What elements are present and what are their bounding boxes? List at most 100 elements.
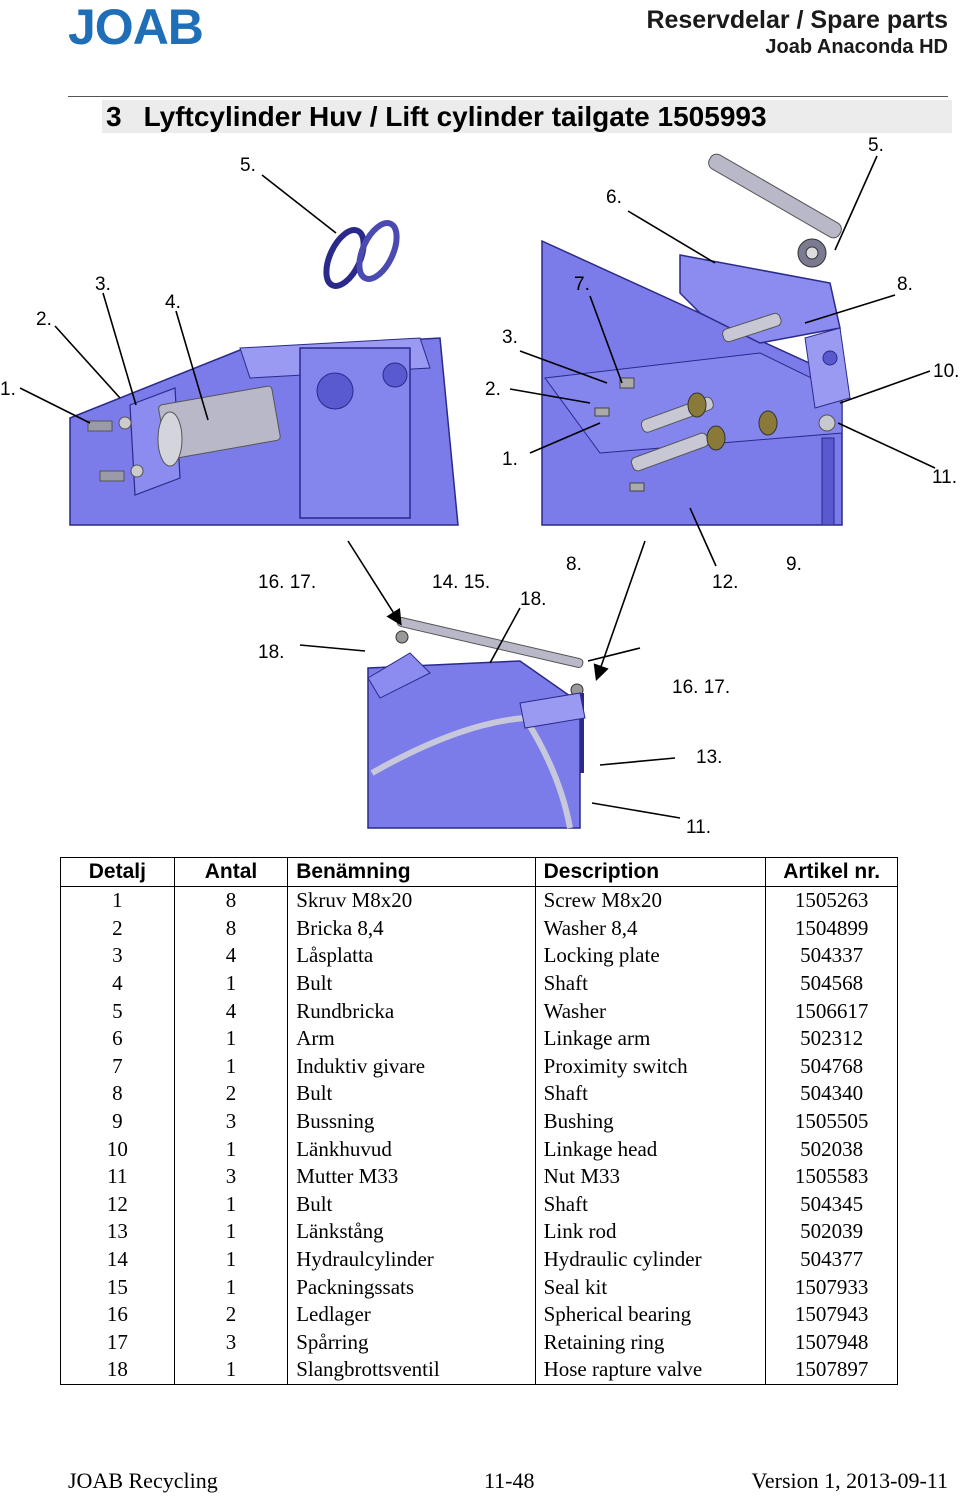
cell-article-no: 504568 <box>765 969 898 998</box>
callout-6b: 6. <box>606 187 622 208</box>
callout-10b: 10. <box>933 361 959 382</box>
cell-quantity: 1 <box>173 1135 289 1163</box>
section-number: 3 <box>106 101 122 132</box>
callout-4a: 4. <box>165 292 181 313</box>
view-left-detail <box>69 220 459 526</box>
cell-quantity: 1 <box>173 1218 289 1246</box>
cell-description: Shaft <box>534 1190 767 1219</box>
cell-description: Linkage arm <box>534 1024 767 1053</box>
cell-article-no: 1504899 <box>765 914 898 943</box>
col-header-detail: Detalj <box>60 857 175 887</box>
cell-article-no: 504337 <box>765 942 898 970</box>
cell-quantity: 3 <box>173 1107 289 1136</box>
cell-name-sv: Skruv M8x20 <box>287 886 536 915</box>
cell-description: Link rod <box>534 1218 767 1246</box>
col-header-article-no: Artikel nr. <box>765 857 898 887</box>
cell-description: Linkage head <box>534 1135 767 1163</box>
cell-description: Hose rapture valve <box>534 1356 767 1385</box>
cell-name-sv: Slangbrottsventil <box>287 1356 536 1385</box>
cell-description: Hydraulic cylinder <box>534 1245 767 1274</box>
cell-name-sv: Bult <box>287 1190 536 1219</box>
cell-name-sv: Rundbricka <box>287 997 536 1025</box>
joab-logo: JOAB <box>68 4 204 48</box>
callout-3b: 3. <box>502 327 518 348</box>
cell-name-sv: Bricka 8,4 <box>287 914 536 943</box>
cell-description: Shaft <box>534 1080 767 1108</box>
cell-description: Retaining ring <box>534 1328 767 1357</box>
table-header-row: Detalj Antal Benämning Description Artik… <box>60 857 898 887</box>
cell-quantity: 2 <box>173 1300 289 1329</box>
cell-name-sv: Bult <box>287 1080 536 1108</box>
cell-detail: 12 <box>60 1190 175 1219</box>
callout-8c: 8. <box>566 554 582 575</box>
cell-quantity: 3 <box>173 1328 289 1357</box>
cell-detail: 17 <box>60 1328 175 1357</box>
cell-detail: 5 <box>60 997 175 1025</box>
header-subtitle: Joab Anaconda HD <box>765 36 948 58</box>
callout-12c: 12. <box>712 572 738 593</box>
cell-article-no: 504768 <box>765 1052 898 1081</box>
callout-14-15: 14. 15. <box>432 572 490 593</box>
cell-article-no: 1507943 <box>765 1300 898 1329</box>
cell-quantity: 4 <box>173 997 289 1025</box>
cell-name-sv: Spårring <box>287 1328 536 1357</box>
cell-quantity: 1 <box>173 1190 289 1219</box>
cell-article-no: 1507948 <box>765 1328 898 1357</box>
callout-2a: 2. <box>36 309 52 330</box>
callout-16-17b: 16. 17. <box>672 677 730 698</box>
callout-1a: 1. <box>0 379 16 400</box>
cell-description: Washer 8,4 <box>534 914 767 943</box>
cell-quantity: 1 <box>173 1273 289 1301</box>
callout-3a: 3. <box>95 274 111 295</box>
view-right-detail <box>541 153 851 526</box>
cell-detail: 9 <box>60 1107 175 1136</box>
cell-article-no: 502312 <box>765 1024 898 1053</box>
cell-name-sv: Mutter M33 <box>287 1162 536 1191</box>
cell-description: Locking plate <box>534 942 767 970</box>
header: Reservdelar / Spare parts Joab Anaconda … <box>646 6 948 60</box>
callout-9c: 9. <box>786 554 802 575</box>
callout-13c: 13. <box>696 747 722 768</box>
callout-labels: 5. 3. 4. 2. 1. 5. 6. 7. 8. 3. 2. 10. 1. … <box>0 135 959 838</box>
cell-article-no: 1507897 <box>765 1356 898 1385</box>
cell-article-no: 502038 <box>765 1135 898 1163</box>
col-header-name-sv: Benämning <box>287 857 536 887</box>
parts-table: Detalj Antal Benämning Description Artik… <box>60 857 898 1385</box>
svg-text:JOAB: JOAB <box>68 4 203 48</box>
callout-2b: 2. <box>485 379 501 400</box>
cell-article-no: 504340 <box>765 1080 898 1108</box>
callout-16-17: 16. 17. <box>258 572 316 593</box>
callout-1b: 1. <box>502 449 518 470</box>
cell-detail: 6 <box>60 1024 175 1053</box>
cell-description: Seal kit <box>534 1273 767 1301</box>
cell-quantity: 1 <box>173 969 289 998</box>
cell-name-sv: Arm <box>287 1024 536 1053</box>
cell-name-sv: Hydraulcylinder <box>287 1245 536 1274</box>
cell-article-no: 1507933 <box>765 1273 898 1301</box>
cell-detail: 3 <box>60 942 175 970</box>
cell-article-no: 1506617 <box>765 997 898 1025</box>
view-overview <box>367 617 586 829</box>
callout-11c: 11. <box>686 817 711 838</box>
cell-description: Nut M33 <box>534 1162 767 1191</box>
cell-description: Screw M8x20 <box>534 886 767 915</box>
cell-name-sv: Ledlager <box>287 1300 536 1329</box>
cell-article-no: 502039 <box>765 1218 898 1246</box>
col-header-description: Description <box>534 857 767 887</box>
cell-description: Shaft <box>534 969 767 998</box>
cell-detail: 2 <box>60 914 175 943</box>
section-title: Lyftcylinder Huv / Lift cylinder tailgat… <box>143 101 767 132</box>
callout-11b: 11. <box>932 467 957 488</box>
cell-detail: 18 <box>60 1356 175 1385</box>
cell-name-sv: Bult <box>287 969 536 998</box>
